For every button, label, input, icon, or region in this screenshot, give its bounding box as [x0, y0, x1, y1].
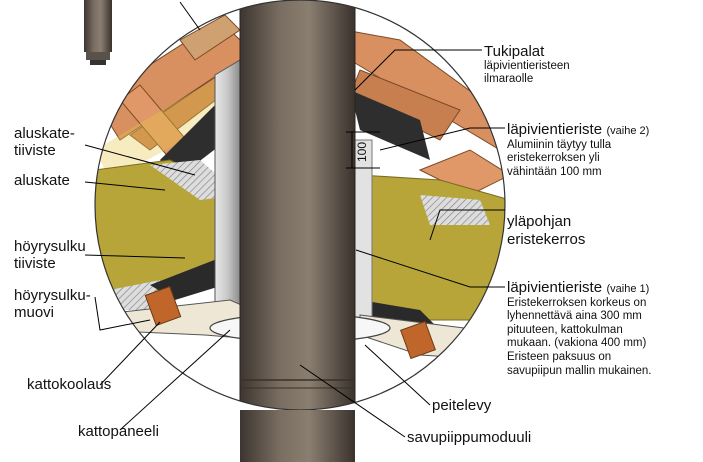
section-circle — [95, 0, 505, 410]
label-kattokoolaus: kattokoolaus — [27, 376, 112, 393]
pipe-lower — [240, 410, 355, 462]
label-aluskate: aluskate — [14, 172, 70, 189]
pipe-detail-top — [84, 0, 112, 65]
label-aluskatetiiviste: aluskate- tiiviste — [14, 125, 75, 160]
label-savupiippumoduuli: savupiippumoduuli — [407, 429, 532, 446]
leader-lines — [84, 1, 505, 438]
label-tukipalat: Tukipalat läpivientieristeen ilmaraolle — [484, 43, 570, 86]
dimension-label: 100 — [355, 141, 369, 162]
label-ylapohjan-eristekerros: yläpohjan eristekerros — [507, 213, 586, 248]
label-hoyrysulkutiiviste: höyrysulku tiiviste — [14, 238, 86, 273]
label-peitelevy: peitelevy — [432, 397, 492, 414]
label-lapivientieriste-vaihe1: läpivientieriste (vaihe 1) Eristekerroks… — [507, 279, 652, 377]
label-kattopaneeli: kattopaneeli — [78, 423, 159, 440]
label-lapivientieriste-vaihe2: läpivientieriste (vaihe 2) Alumiinin täy… — [507, 121, 650, 178]
label-hoyrysulkumuovi: höyrysulku- muovi — [14, 287, 91, 322]
